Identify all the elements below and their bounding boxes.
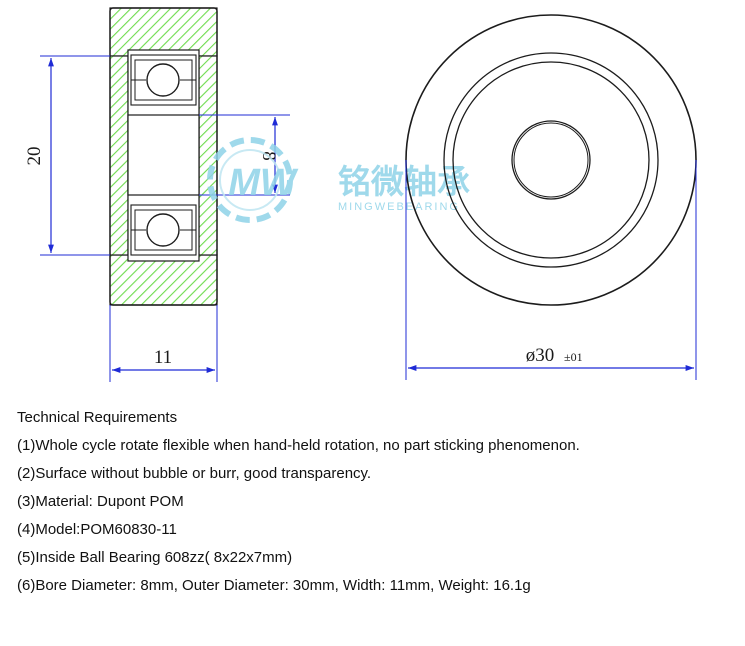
requirement-item: (1)Whole cycle rotate flexible when hand… — [17, 437, 580, 454]
bore — [127, 114, 200, 196]
watermark-logo: MW — [228, 162, 299, 204]
dimension-outer-label: ø30 — [526, 345, 555, 366]
requirements-title: Technical Requirements — [17, 409, 178, 426]
bore-circle — [513, 122, 589, 198]
dimension-outer-diameter: ø30 ±01 — [405, 160, 697, 380]
front-view: ø30 ±01 — [405, 14, 697, 380]
requirement-item: (5)Inside Ball Bearing 608zz( 8x22x7mm) — [17, 549, 293, 566]
outer-circle — [405, 14, 697, 306]
tyre-section-top — [109, 7, 218, 57]
tyre-section-bottom — [109, 254, 218, 306]
technical-requirements: Technical Requirements (1)Whole cycle ro… — [17, 404, 737, 600]
requirement-item: (2)Surface without bubble or burr, good … — [17, 465, 372, 482]
dimension-height: 20 — [24, 55, 110, 256]
watermark-cn: 铭微轴承 — [338, 162, 470, 201]
technical-drawing: 20 8 11 MW 铭微轴承 MINGWEBEARING — [24, 7, 697, 382]
requirement-item: (3)Material: Dupont POM — [17, 493, 184, 510]
requirement-item: (6)Bore Diameter: 8mm, Outer Diameter: 3… — [17, 577, 531, 594]
side-view: 20 8 11 — [24, 7, 290, 382]
dimension-width: 11 — [109, 305, 218, 382]
dimension-outer-tolerance: ±01 — [564, 350, 583, 364]
dimension-height-label: 20 — [24, 147, 45, 166]
watermark: MW 铭微轴承 MINGWEBEARING — [207, 137, 470, 223]
requirement-item: (4)Model:POM60830-11 — [17, 521, 177, 538]
watermark-en: MINGWEBEARING — [338, 201, 460, 213]
dimension-width-label: 11 — [154, 347, 172, 368]
ball-bottom — [130, 204, 197, 256]
ball-top — [130, 54, 197, 106]
